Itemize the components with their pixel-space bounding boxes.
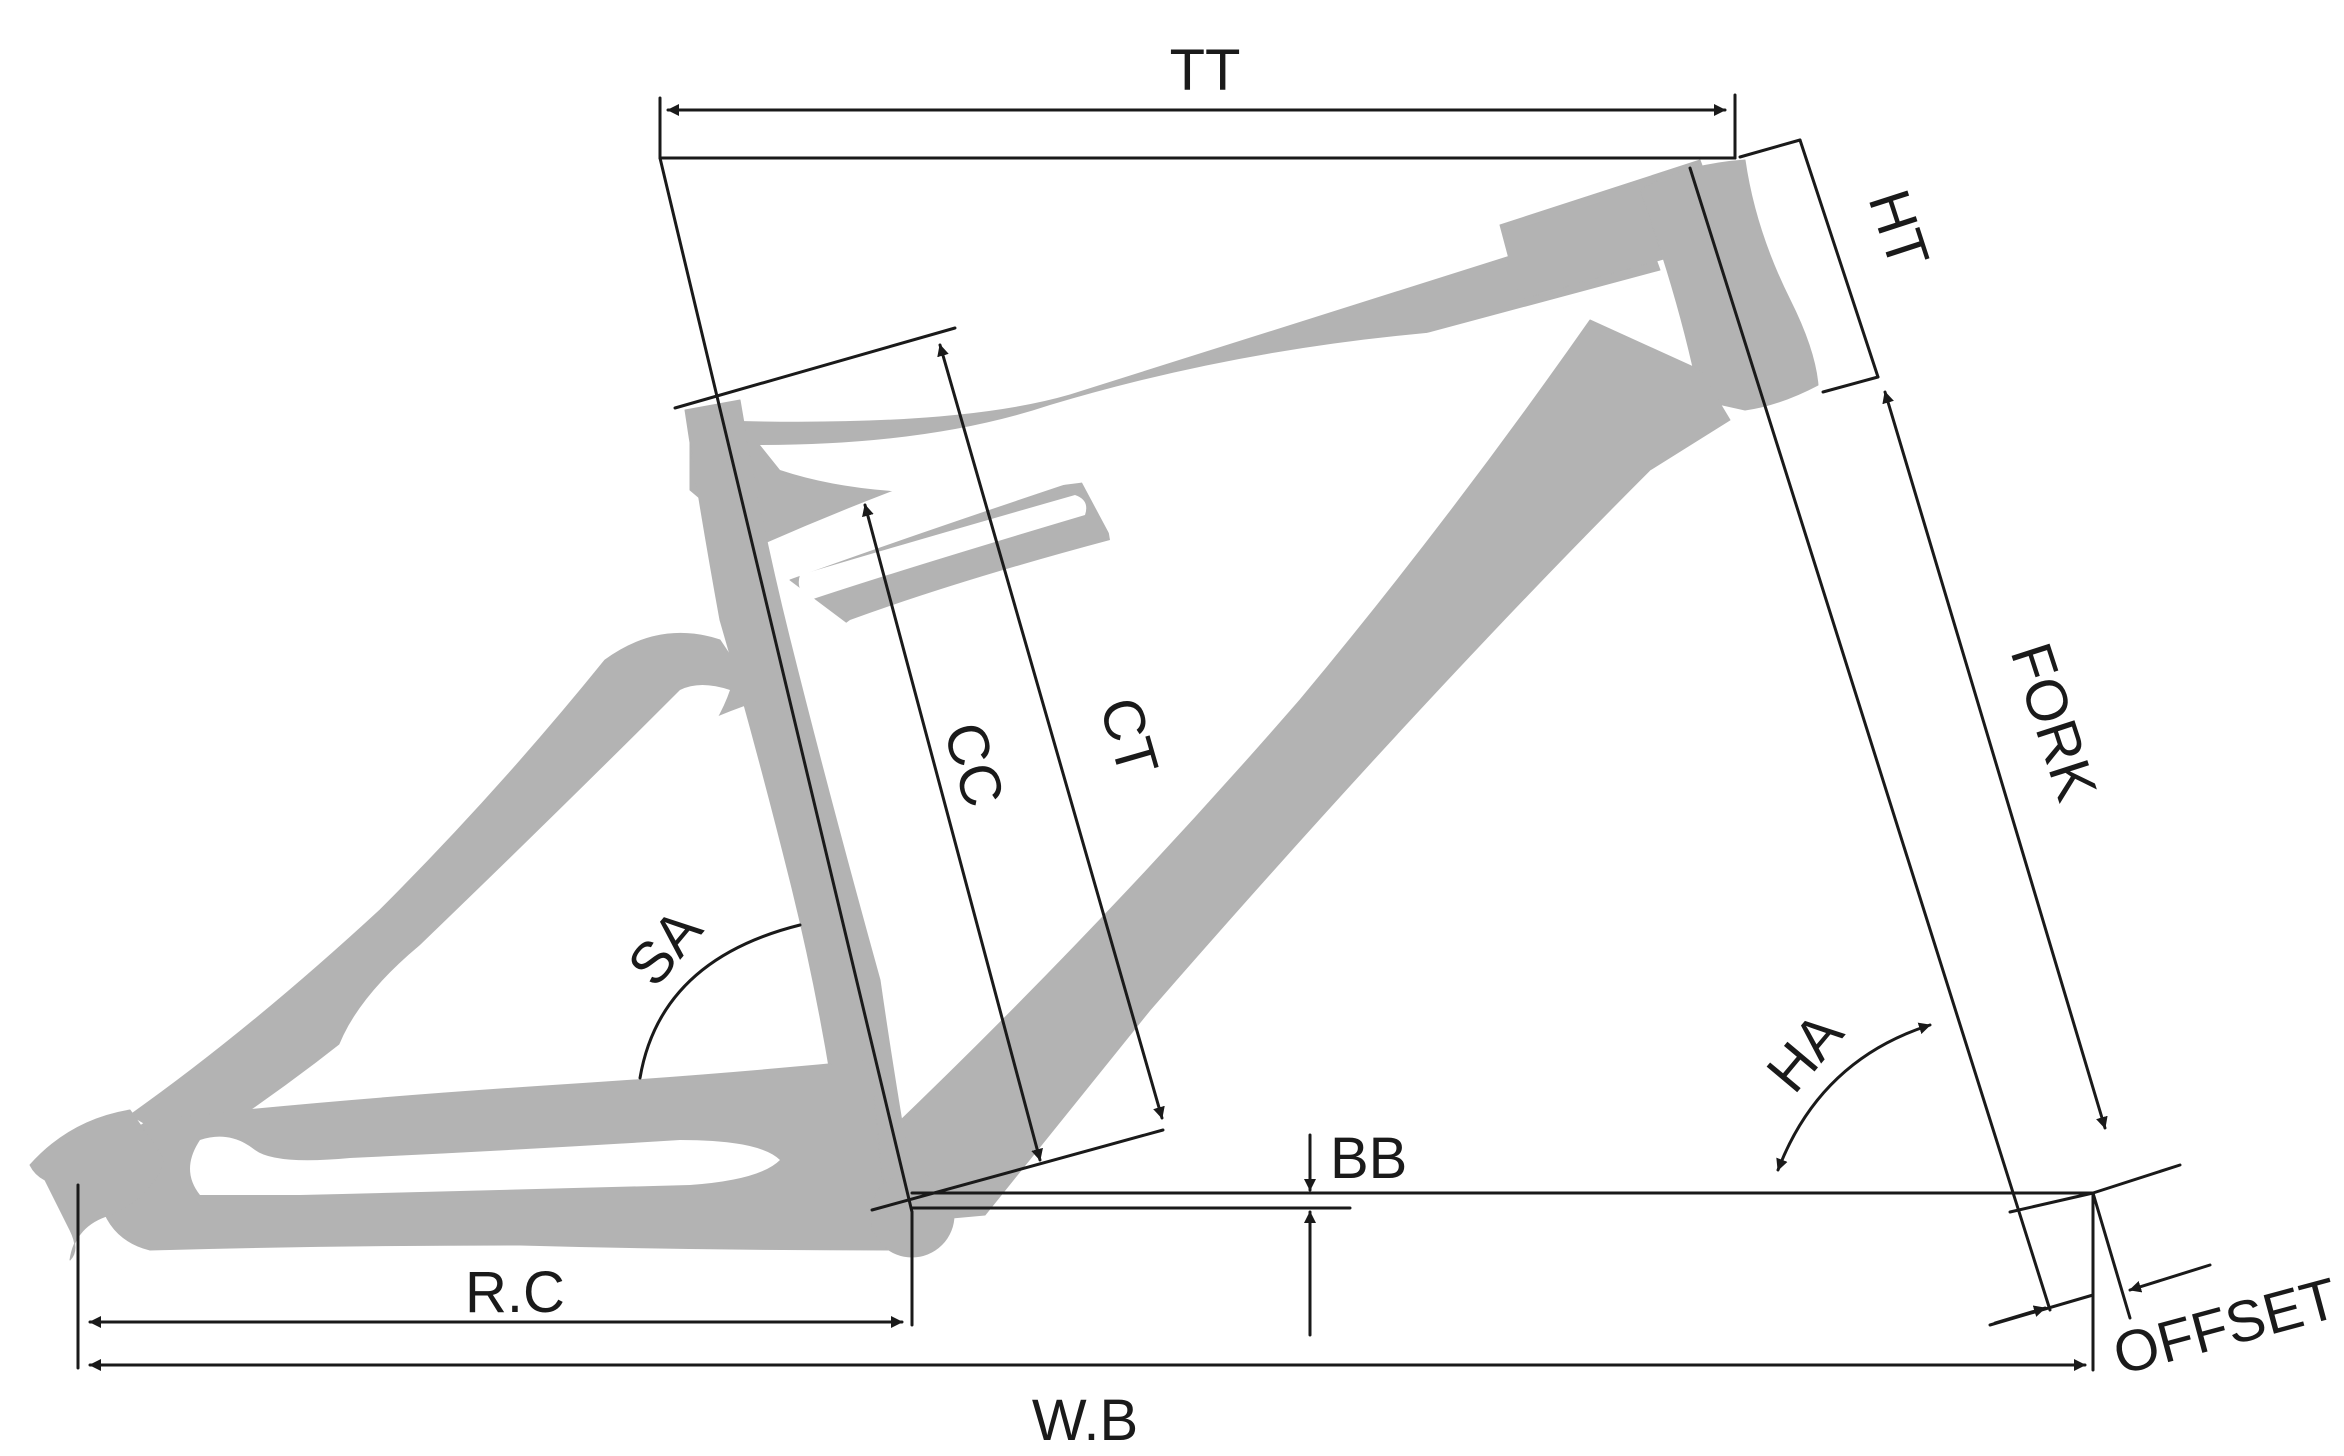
fork-arrow bbox=[1882, 390, 2108, 1130]
ct-arrow bbox=[937, 343, 1165, 1120]
ct-perpendicular-top bbox=[673, 326, 957, 410]
ct-perpendicular-bottom bbox=[870, 1128, 1165, 1212]
frame-bolt-hole bbox=[857, 736, 875, 754]
offset-tick-upper bbox=[2008, 1191, 2095, 1214]
label-bb: BB bbox=[1330, 1126, 1407, 1191]
label-offset: OFFSET bbox=[2107, 1266, 2344, 1388]
label-ht: HT bbox=[1856, 182, 1942, 276]
ha-arc bbox=[1776, 1022, 1932, 1172]
offset-arrow-right bbox=[2128, 1263, 2212, 1293]
label-ha: HA bbox=[1754, 1000, 1856, 1104]
frame-cutout-rear bbox=[330, 685, 730, 1100]
ht-bracket-bottom bbox=[1821, 375, 1880, 394]
offset-axle-line bbox=[2091, 1163, 2182, 1195]
rear-dropout bbox=[29, 1109, 166, 1261]
offset-arrow-left bbox=[1993, 1305, 2047, 1325]
steering-axis-line bbox=[1688, 166, 2052, 1312]
sa-arc bbox=[638, 923, 802, 1080]
cc-arrow bbox=[862, 503, 1043, 1162]
label-tt: TT bbox=[1170, 38, 1241, 103]
fork-offset-line bbox=[2091, 1191, 2132, 1320]
ht-bracket-line bbox=[1798, 138, 1880, 379]
label-rc: R.C bbox=[465, 1260, 565, 1325]
dimension-lines bbox=[76, 93, 2212, 1372]
frame-cutout-chainstay bbox=[190, 1136, 780, 1195]
label-wb: W.B bbox=[1032, 1388, 1138, 1453]
frame-silhouette bbox=[29, 159, 1819, 1261]
head-tube bbox=[1639, 159, 1819, 411]
label-sa: SA bbox=[615, 897, 715, 998]
label-fork: FORK bbox=[1998, 635, 2110, 809]
ht-bracket-top bbox=[1738, 138, 1802, 159]
